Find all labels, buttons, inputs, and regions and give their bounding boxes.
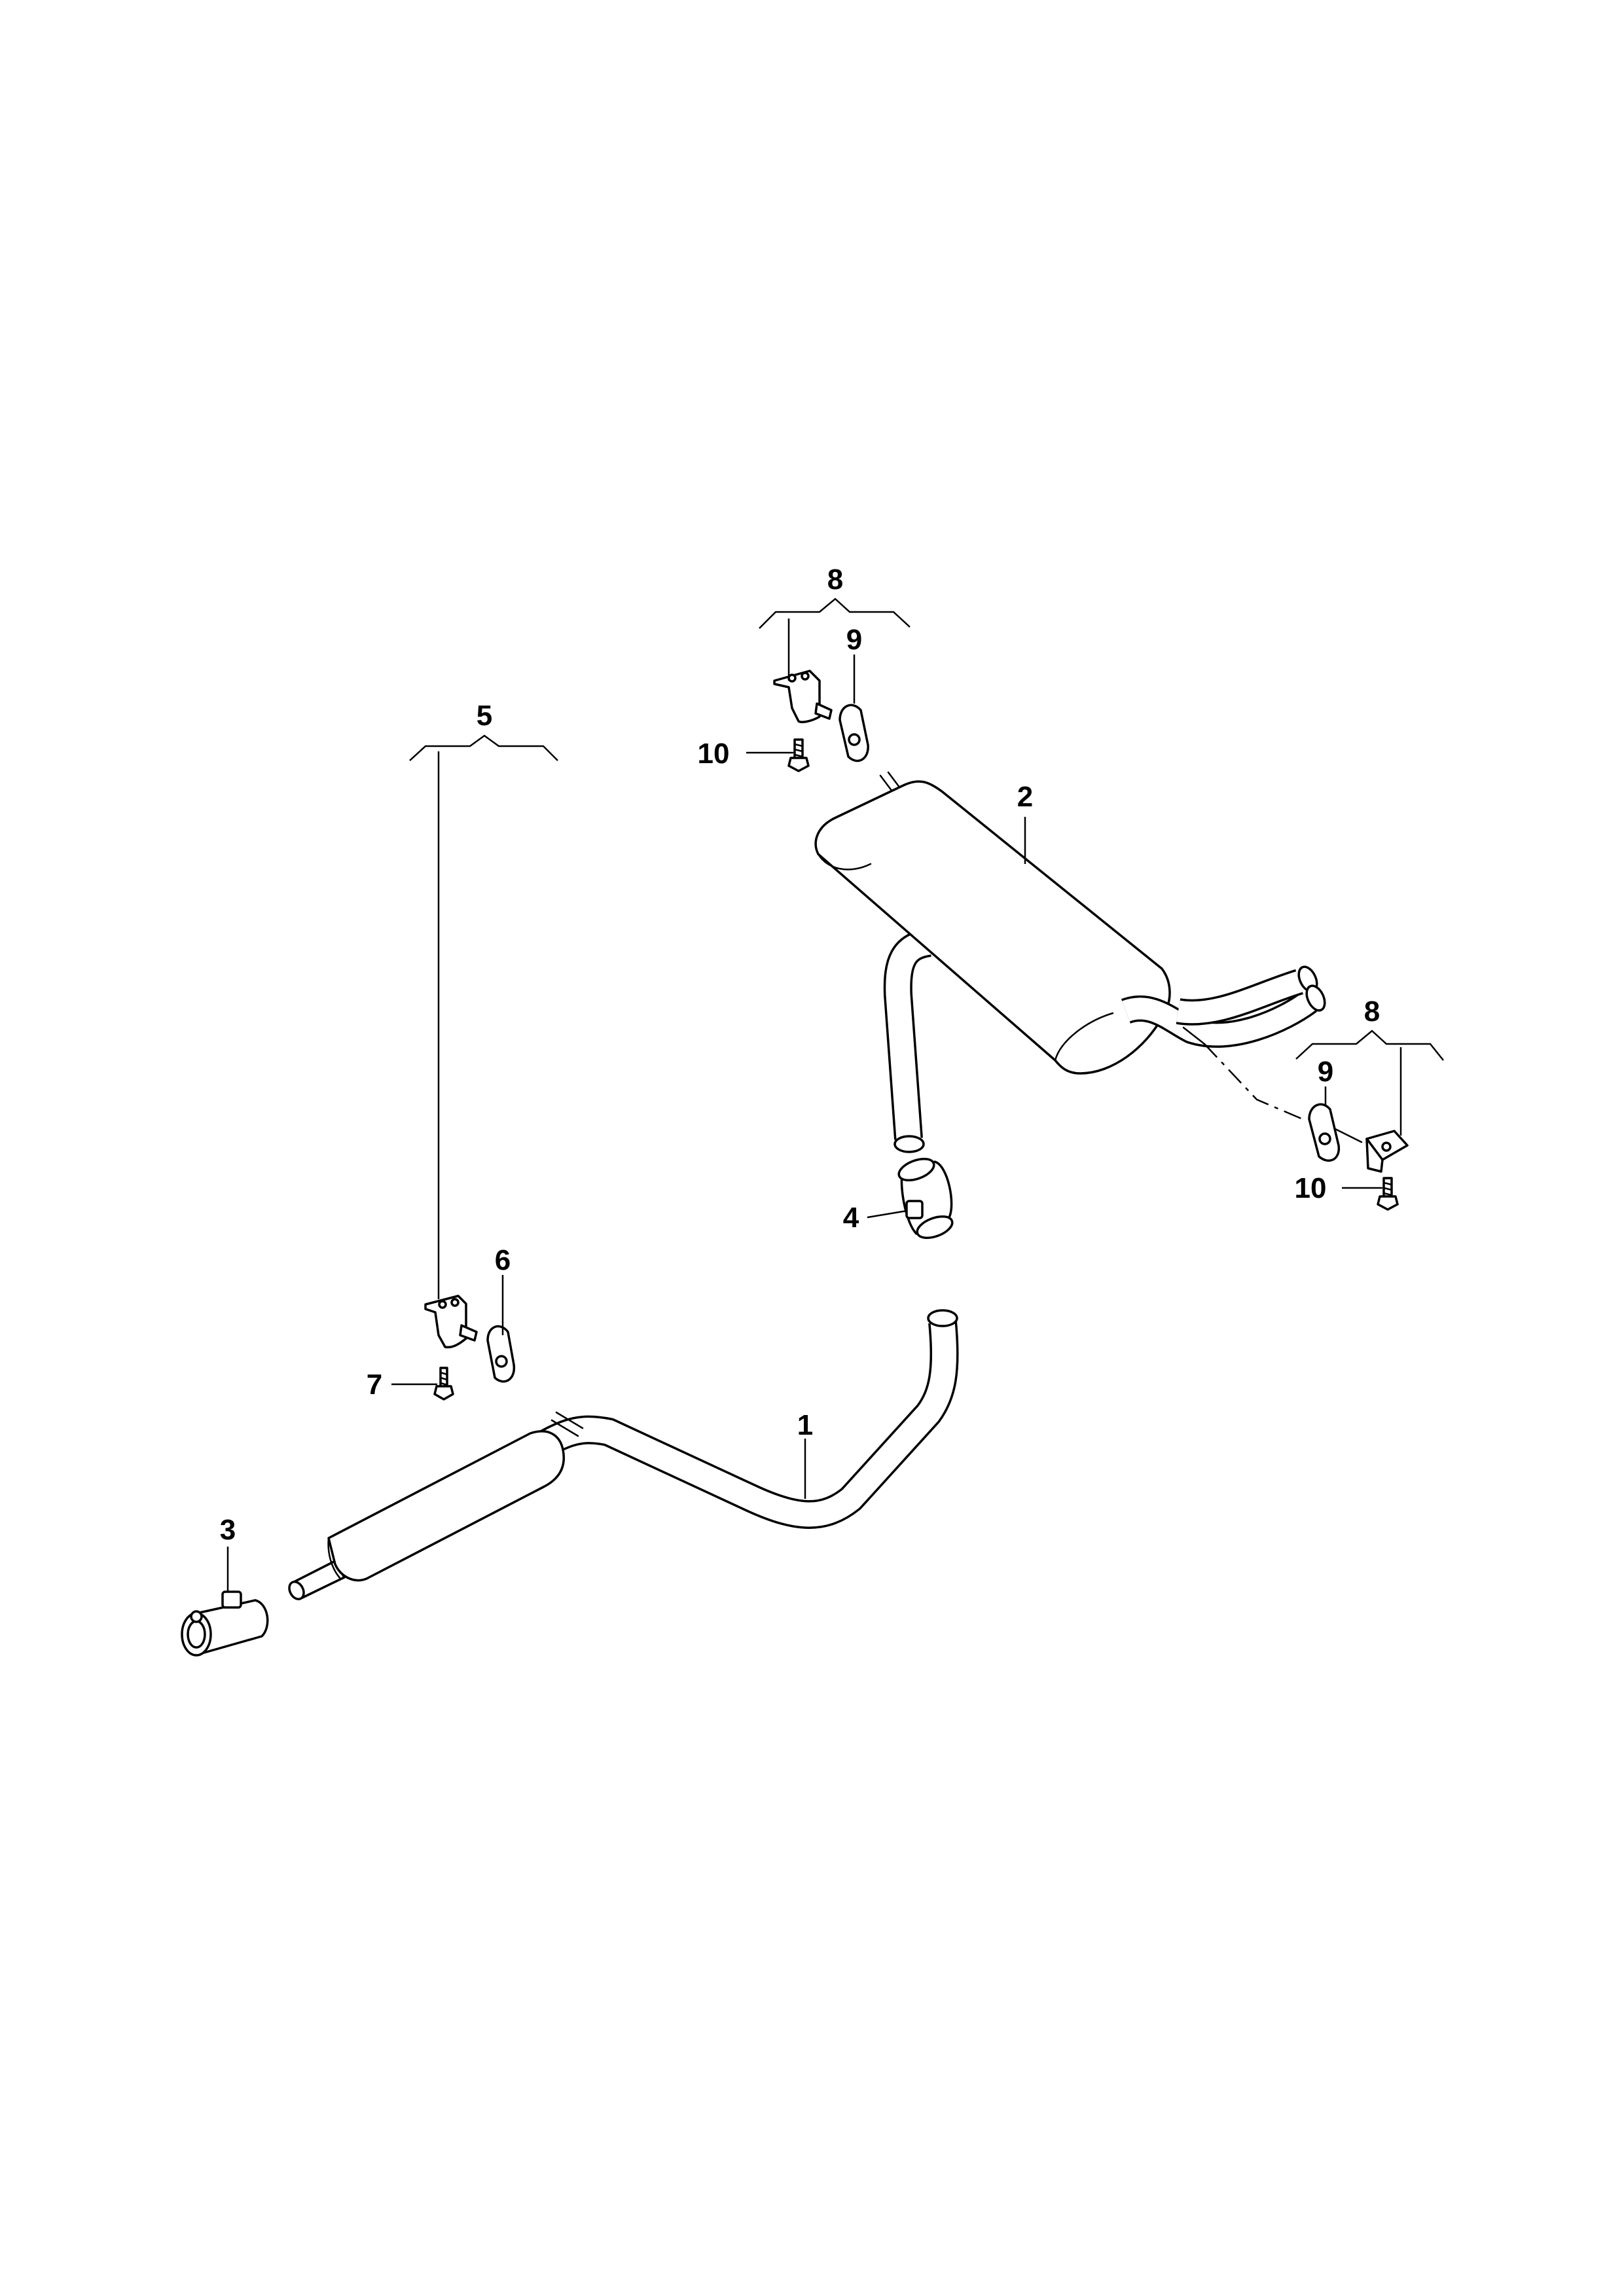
callout-8-top: 8: [827, 564, 843, 596]
callout-4: 4: [843, 1202, 859, 1234]
part-10-bolt-right[interactable]: [1377, 1177, 1399, 1211]
callout-9-top: 9: [846, 624, 862, 656]
callout-7: 7: [367, 1369, 382, 1401]
part-10-bolt-top[interactable]: [787, 738, 810, 772]
leader-lines: [226, 598, 1444, 1592]
callout-2: 2: [1017, 781, 1033, 813]
part-5-front-hanger-bracket[interactable]: [424, 1295, 478, 1349]
part-2-rear-muffler[interactable]: [814, 771, 1328, 1153]
callout-9-right: 9: [1318, 1056, 1333, 1088]
callout-labels: 1 2 3 4 5 6 7 8 9 10 8 9 10: [220, 564, 1380, 1546]
part-4-pipe-clamp[interactable]: [896, 1155, 955, 1242]
callout-5: 5: [477, 700, 492, 732]
part-3-front-pipe-clamp[interactable]: [181, 1590, 269, 1657]
part-7-bolt[interactable]: [433, 1367, 454, 1401]
part-8-rear-hanger-bracket-right[interactable]: [1365, 1130, 1409, 1173]
callout-6: 6: [495, 1244, 511, 1276]
part-9-rubber-mounting-right[interactable]: [1308, 1103, 1363, 1162]
part-6-rubber-mounting[interactable]: [486, 1325, 515, 1383]
part-1-front-pipe-with-center-muffler[interactable]: [287, 1309, 959, 1602]
callout-8-right: 8: [1364, 996, 1380, 1028]
part-9-rubber-mounting-top[interactable]: [839, 704, 869, 762]
callout-3: 3: [220, 1514, 236, 1546]
part-8-rear-hanger-bracket-top[interactable]: [773, 670, 833, 723]
callout-10-top: 10: [698, 738, 730, 770]
callout-10-right: 10: [1295, 1172, 1327, 1204]
callout-1: 1: [797, 1409, 813, 1441]
